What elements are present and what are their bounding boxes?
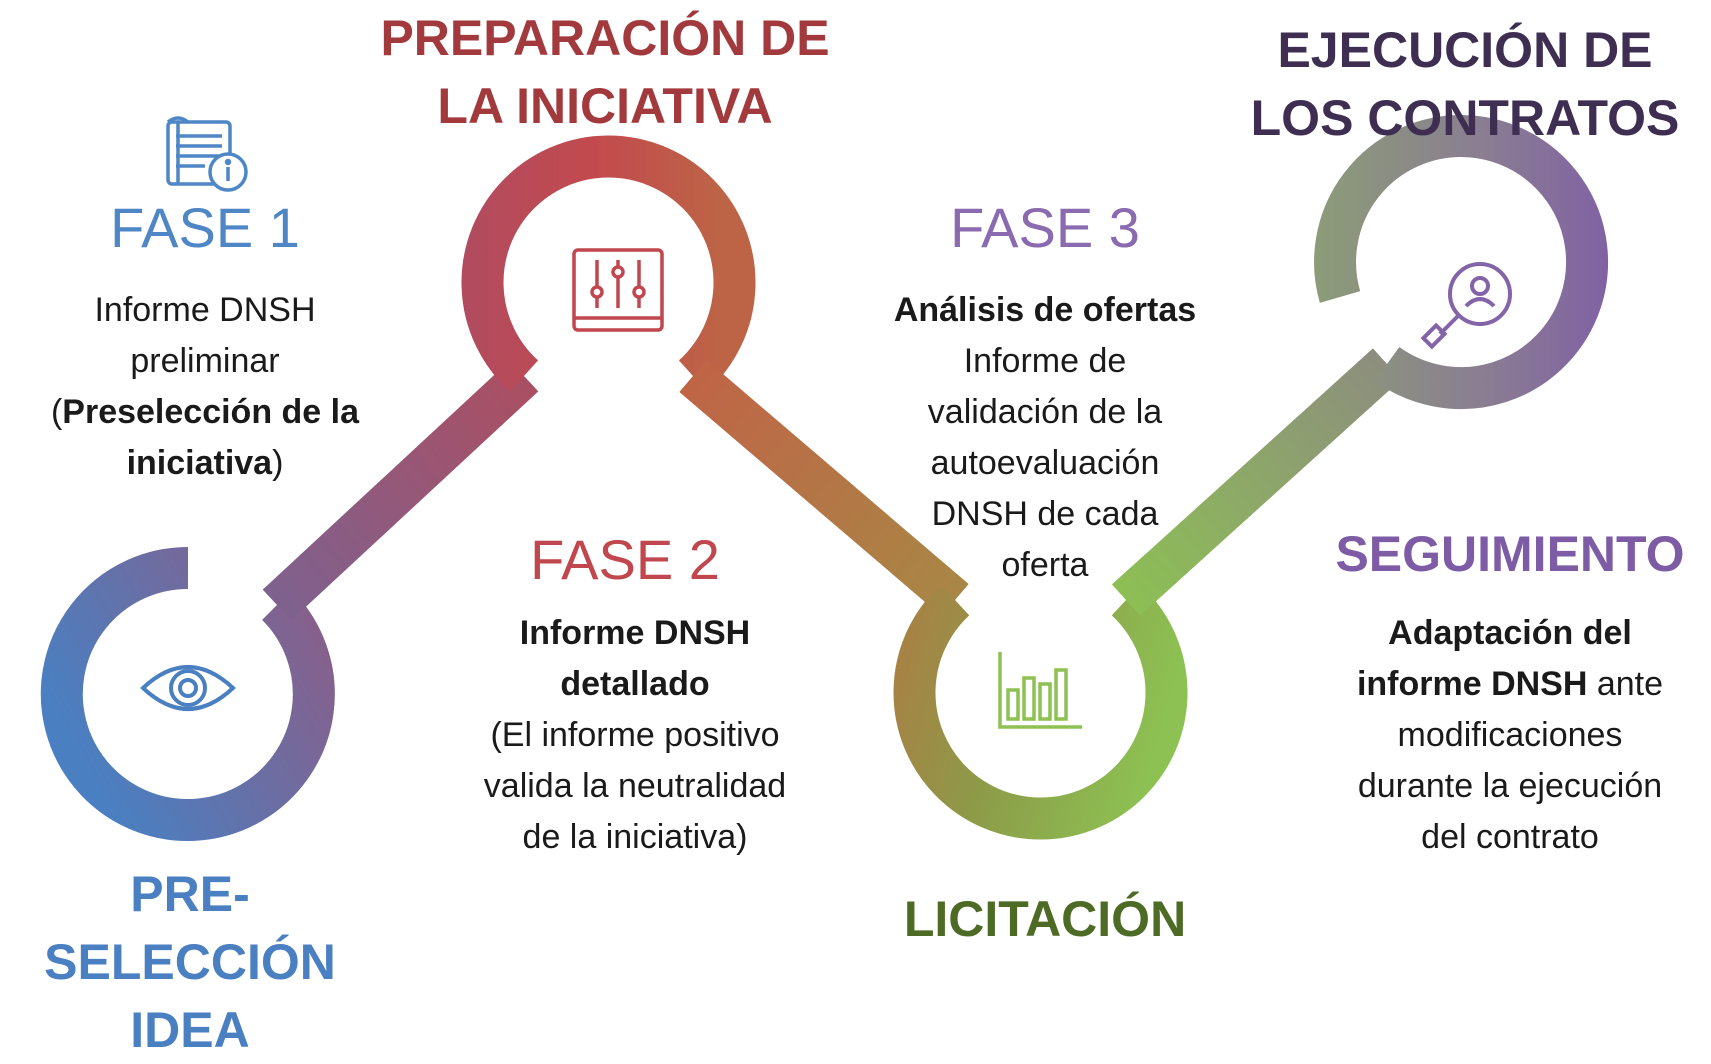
stage-title-line: LA INICIATIVA xyxy=(437,78,773,134)
document-info-icon xyxy=(166,116,248,192)
stage-title-preparacion: PREPARACIÓN DE LA INICIATIVA xyxy=(380,4,830,140)
fase3-bold: Análisis de ofertas xyxy=(893,291,1197,329)
fase1-bold: Preselección de la xyxy=(62,393,360,431)
fase2-bold: Informe DNSH xyxy=(519,614,751,652)
stage-title-line: SEGUIMIENTO xyxy=(1335,526,1685,582)
fase3-line: Informe de xyxy=(963,342,1127,380)
seguimiento-bold: Adaptación del xyxy=(1388,614,1632,652)
seguimiento-line: durante la ejecución xyxy=(1357,767,1663,805)
fase1-title: FASE 1 xyxy=(110,196,300,259)
track-preparacion xyxy=(461,135,756,392)
stage-title-line: PRE-SELECCIÓN xyxy=(44,866,336,990)
fase2-line: de la iniciativa) xyxy=(522,818,748,856)
fase1-description: Informe DNSH preliminar (Preselección de… xyxy=(10,285,400,489)
stage-title-line: IDEA xyxy=(130,1002,250,1058)
stage-title-seguimiento: SEGUIMIENTO xyxy=(1310,520,1710,588)
seguimiento-line: del contrato xyxy=(1421,818,1599,856)
stage-title-ejecucion: EJECUCIÓN DE LOS CONTRATOS xyxy=(1240,16,1690,152)
eye-icon xyxy=(140,665,236,711)
seguimiento-line: informe DNSH ante xyxy=(1310,659,1710,710)
fase3-line: DNSH de cada xyxy=(931,495,1159,533)
fase3-description: Análisis de ofertas Informe de validació… xyxy=(845,285,1245,591)
stage-title-line: LOS CONTRATOS xyxy=(1250,90,1680,146)
track-preseleccion xyxy=(40,547,335,841)
fase2-description: Informe DNSH detallado (El informe posit… xyxy=(440,608,830,863)
fase3-line: oferta xyxy=(1001,546,1089,584)
fase2-line: valida la neutralidad xyxy=(483,767,787,805)
fase3-title: FASE 3 xyxy=(950,196,1140,259)
track-connector-3 xyxy=(1111,348,1402,616)
fase1-line: preliminar xyxy=(130,342,280,380)
fase2-title: FASE 2 xyxy=(530,528,720,591)
paren-open: ( xyxy=(50,393,63,431)
seguimiento-line: modificaciones xyxy=(1397,716,1623,754)
seguimiento-rest: ante xyxy=(1587,665,1664,703)
track-licitacion xyxy=(893,584,1188,840)
seguimiento-bold: informe DNSH xyxy=(1356,665,1588,703)
track-connector-1 xyxy=(262,360,539,621)
search-person-icon xyxy=(1420,262,1512,350)
fase1-line: Informe DNSH xyxy=(94,291,316,329)
stage-title-preseleccion: PRE-SELECCIÓN IDEA xyxy=(0,860,380,1064)
stage-title-line: LICITACIÓN xyxy=(903,891,1187,947)
stage-title-licitacion: LICITACIÓN xyxy=(860,885,1230,953)
fase1-line: (Preselección de la xyxy=(10,387,400,438)
bar-chart-icon xyxy=(998,652,1082,729)
fase1-bold: iniciativa xyxy=(126,444,273,482)
fase3-line: validación de la xyxy=(927,393,1163,431)
sliders-icon xyxy=(572,248,664,332)
track-ejecucion xyxy=(1314,115,1609,409)
stage-title-line: PREPARACIÓN DE xyxy=(380,10,830,66)
paren-close: ) xyxy=(272,444,284,482)
fase3-line: autoevaluación xyxy=(930,444,1160,482)
fase2-line: (El informe positivo xyxy=(490,716,780,754)
track-connector-2 xyxy=(679,360,969,616)
dnsh-process-diagram xyxy=(40,115,1609,841)
stage-title-line: EJECUCIÓN DE xyxy=(1277,22,1653,78)
fase1-line: iniciativa) xyxy=(10,438,400,489)
fase2-bold: detallado xyxy=(560,665,710,703)
seguimiento-description: Adaptación del informe DNSH ante modific… xyxy=(1310,608,1710,863)
